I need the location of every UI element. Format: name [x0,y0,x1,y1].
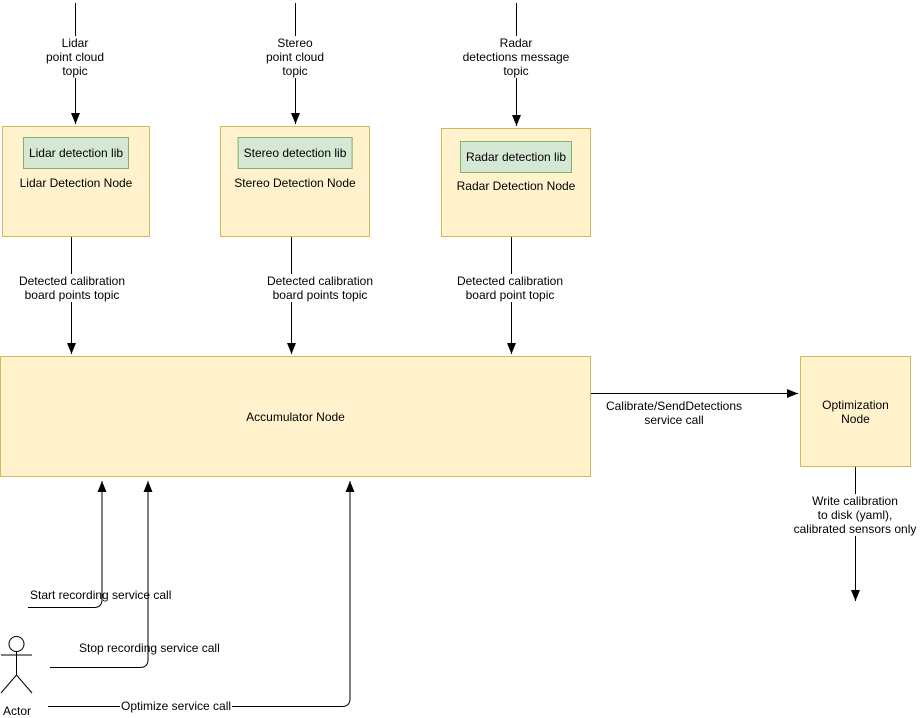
write-calibration-label: Write calibration to disk (yaml), calibr… [775,494,920,536]
optimization-node-box: Optimization Node [800,356,911,467]
lidar-detection-node-box: Lidar detection lib Lidar Detection Node [2,126,150,237]
radar-detection-lib-label: Radar detection lib [465,150,567,164]
stereo-topic-label: Stereo point cloud topic [235,36,355,78]
actor-label: Actor [2,704,31,718]
stereo-detection-lib-box: Stereo detection lib [237,137,353,169]
calibrate-service-label: Calibrate/SendDetections service call [594,399,754,427]
optimize-service-label: Optimize service call [120,699,233,713]
stereo-detection-lib-label: Stereo detection lib [243,146,347,160]
lidar-detections-label: Detected calibration board points topic [7,274,137,302]
radar-topic-label: Radar detections message topic [446,36,586,78]
radar-detections-label: Detected calibration board point topic [445,274,575,302]
radar-detection-node-label: Radar Detection Node [456,179,576,193]
lidar-detection-node-label: Lidar Detection Node [19,176,133,190]
lidar-detection-lib-label: Lidar detection lib [28,146,124,160]
stereo-detections-label: Detected calibration board points topic [255,274,385,302]
start-recording-label: Start recording service call [30,588,172,602]
stop-recording-label: Stop recording service call [79,641,220,655]
radar-detection-node-box: Radar detection lib Radar Detection Node [441,128,591,237]
radar-detection-lib-box: Radar detection lib [459,141,573,173]
lidar-detection-lib-box: Lidar detection lib [22,137,130,169]
stereo-detection-node-label: Stereo Detection Node [234,176,356,190]
lidar-topic-label: Lidar point cloud topic [15,36,135,78]
actor-icon [0,636,33,694]
start-recording-arrow [28,481,107,608]
accumulator-node-box: Accumulator Node [0,356,591,477]
stereo-detection-node-box: Stereo detection lib Stereo Detection No… [220,126,370,237]
stop-recording-arrow [50,481,153,668]
optimize-arrow [48,481,355,707]
